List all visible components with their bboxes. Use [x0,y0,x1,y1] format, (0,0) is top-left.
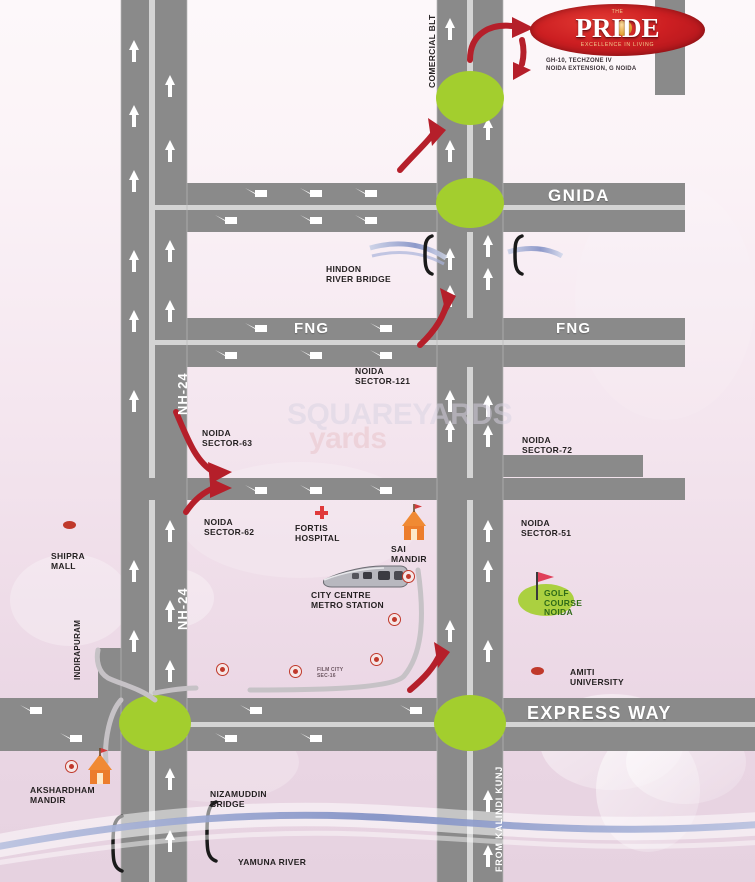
roundabout-top [436,71,504,125]
route-arrow-7 [519,37,527,67]
roundabout-expressway-centre [434,695,506,751]
fortis-hospital-icon [315,506,328,519]
metro-train-icon [323,565,409,588]
sai-mandir-icon [402,504,426,540]
bridge-brackets [111,234,524,873]
direction-arrows [20,18,493,867]
metro-marker-4 [289,665,302,678]
metro-marker-5 [216,663,229,676]
metro-marker-1 [402,570,415,583]
roundabout-expressway-left [119,695,191,751]
roundabouts [119,71,506,751]
hindon-river [369,241,564,266]
local-roads [94,567,424,765]
metro-marker-3 [370,653,383,666]
shipra-mall-marker [63,521,76,529]
metro-marker-2 [388,613,401,626]
logo-tagline: EXCELLENCE IN LIVING [580,42,655,48]
logo-pretext: THE [611,9,624,15]
metro-marker-6 [65,760,78,773]
logo-emblem-icon [616,20,632,36]
logo-wordmark: PRIDE [575,13,660,43]
project-logo: THE PRIDE EXCELLENCE IN LIVING [530,4,705,56]
yamuna-river [0,802,755,865]
golf-course-icon [518,572,574,616]
route-arrow-heads [208,17,534,668]
project-address: GH-10, TECHZONE IV NOIDA EXTENSION, G NO… [546,58,637,73]
amiti-university-marker [531,667,544,675]
akshardham-mandir-icon [88,748,112,784]
roundabout-gnida [436,178,504,228]
route-arrow-1 [467,22,515,63]
